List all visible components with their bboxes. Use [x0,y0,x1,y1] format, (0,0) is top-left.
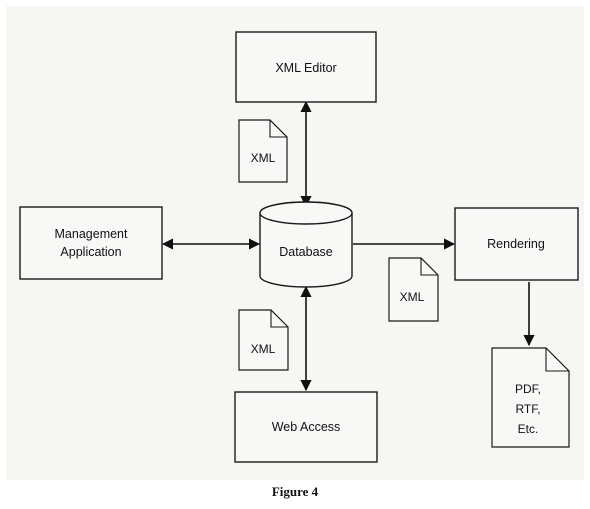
xml-document-bottom-label: XML [251,342,276,356]
web-access-box: Web Access [234,391,378,463]
management-label-line1: Management [55,227,128,241]
rendering-box: Rendering [454,207,579,281]
output-format-rtf: RTF, [515,402,540,416]
management-application-box: Management Application [19,206,163,280]
output-document-icon: PDF, RTF, Etc. [491,347,570,448]
xml-editor-label: XML Editor [275,61,336,75]
xml-editor-box: XML Editor [235,31,377,103]
figure-caption: Figure 4 [271,484,319,499]
architecture-diagram: XML Editor Management Application Databa… [19,31,579,463]
management-label-line2: Application [60,245,121,259]
xml-document-top-icon: XML [238,119,288,183]
rendering-label: Rendering [487,237,545,251]
web-access-label: Web Access [272,420,341,434]
xml-document-right-icon: XML [388,257,439,322]
output-format-pdf: PDF, [515,382,541,396]
output-format-etc: Etc. [518,422,539,436]
database-label: Database [279,245,333,259]
xml-document-top-label: XML [251,151,276,165]
xml-document-bottom-icon: XML [238,309,289,371]
xml-document-right-label: XML [400,290,425,304]
database-cylinder: Database [259,201,353,288]
